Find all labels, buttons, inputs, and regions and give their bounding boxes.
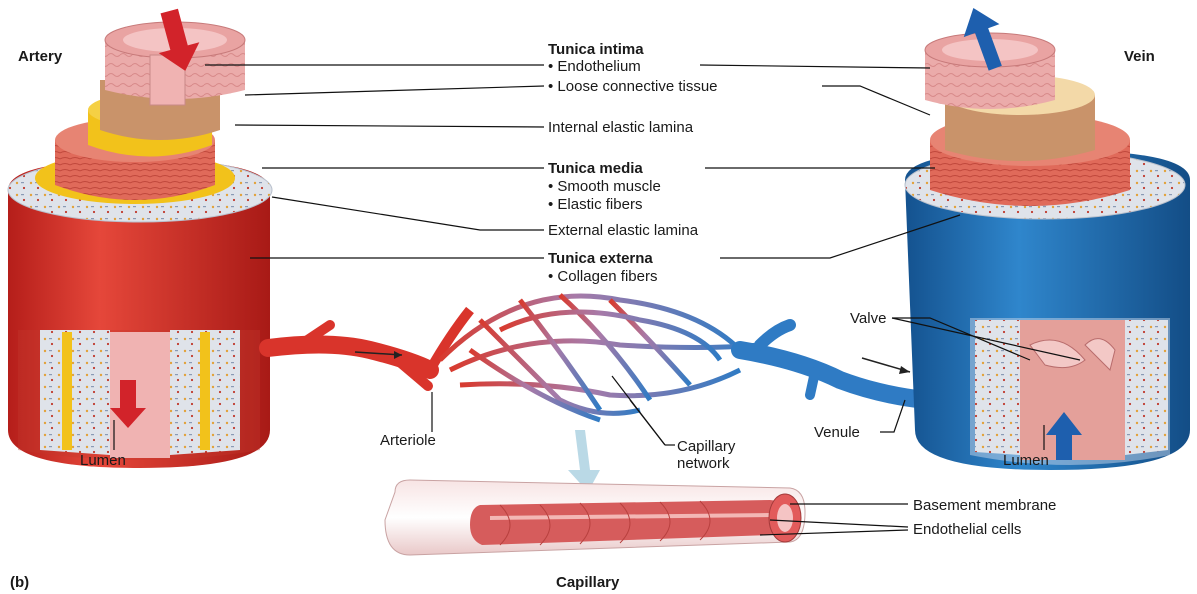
arteriole-label: Arteriole xyxy=(380,432,436,449)
vein-title: Vein xyxy=(1124,48,1155,65)
artery-title: Artery xyxy=(18,48,62,65)
capillary-detail-illustration xyxy=(385,480,805,555)
valve-label: Valve xyxy=(850,310,886,327)
capillary-network-label: Capillary network xyxy=(677,438,735,472)
tunica-externa-label: Tunica externa xyxy=(548,250,653,267)
endothelium-label: • Endothelium xyxy=(548,58,641,75)
artery-illustration xyxy=(8,6,272,468)
capillary-network-illustration xyxy=(268,295,925,492)
tunica-media-label: Tunica media xyxy=(548,160,643,177)
endothelial-cells-label: Endothelial cells xyxy=(913,521,1021,538)
internal-elastic-label: Internal elastic lamina xyxy=(548,119,693,136)
external-elastic-label: External elastic lamina xyxy=(548,222,698,239)
tunica-intima-label: Tunica intima xyxy=(548,41,644,58)
elastic-fibers-label: • Elastic fibers xyxy=(548,196,642,213)
artery-lumen-label: Lumen xyxy=(80,452,126,469)
vein-illustration xyxy=(905,2,1190,470)
basement-membrane-label: Basement membrane xyxy=(913,497,1056,514)
loose-connective-label: • Loose connective tissue xyxy=(548,78,718,95)
venule-label: Venule xyxy=(814,424,860,441)
figure-tag: (b) xyxy=(10,574,29,591)
vein-lumen-label: Lumen xyxy=(1003,452,1049,469)
capillary-title: Capillary xyxy=(556,574,619,591)
collagen-fibers-label: • Collagen fibers xyxy=(548,268,657,285)
smooth-muscle-label: • Smooth muscle xyxy=(548,178,661,195)
